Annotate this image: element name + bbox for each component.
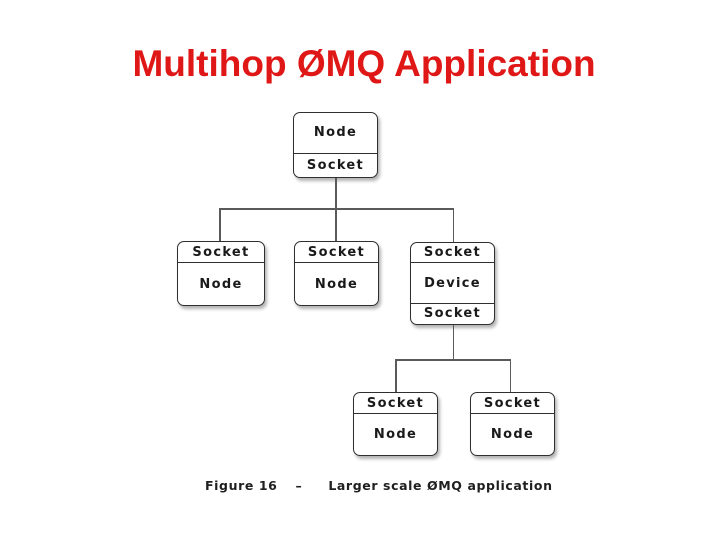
box-left-node: Socket Node [177,241,265,306]
leaf-left-socket-label: Socket [366,395,425,411]
connector-left-branch [219,208,221,241]
root-socket-label: Socket [294,152,377,177]
leaf-right-socket-label: Socket [483,395,542,411]
middle-node-label: Node [295,262,378,305]
connector-device-down [452,325,454,359]
connector-root-down [335,178,337,208]
figure-caption-text: Larger scale ØMQ application [328,478,553,493]
figure-caption-separator: – [295,478,303,493]
slide-title: Multihop ØMQ Application [132,43,596,84]
leaf-left-node-label: Node [354,413,437,455]
connector-middle-branch [335,208,337,241]
box-middle-node: Socket Node [294,241,379,306]
box-leaf-left-node: Socket Node [353,392,438,456]
connector-right-branch [452,208,454,242]
box-device: Socket Device Socket [410,242,495,325]
leaf-right-node-label: Node [471,413,554,455]
device-socket-top-label: Socket [423,245,482,261]
box-root-node: Node Socket [293,112,378,178]
figure-caption: Figure 16 – Larger scale ØMQ application [205,478,553,493]
connector-top-horizontal [219,208,454,210]
figure-caption-label: Figure 16 [205,478,278,493]
middle-socket-label: Socket [307,244,366,260]
device-label: Device [411,262,494,303]
connector-leaf-right-branch [509,359,511,392]
root-node-label: Node [313,125,358,141]
left-node-label: Node [178,262,264,305]
connector-bottom-horizontal [395,359,511,361]
left-socket-label: Socket [192,244,250,260]
connector-leaf-left-branch [395,359,397,392]
device-socket-bottom-label: Socket [411,303,494,324]
box-leaf-right-node: Socket Node [470,392,555,456]
